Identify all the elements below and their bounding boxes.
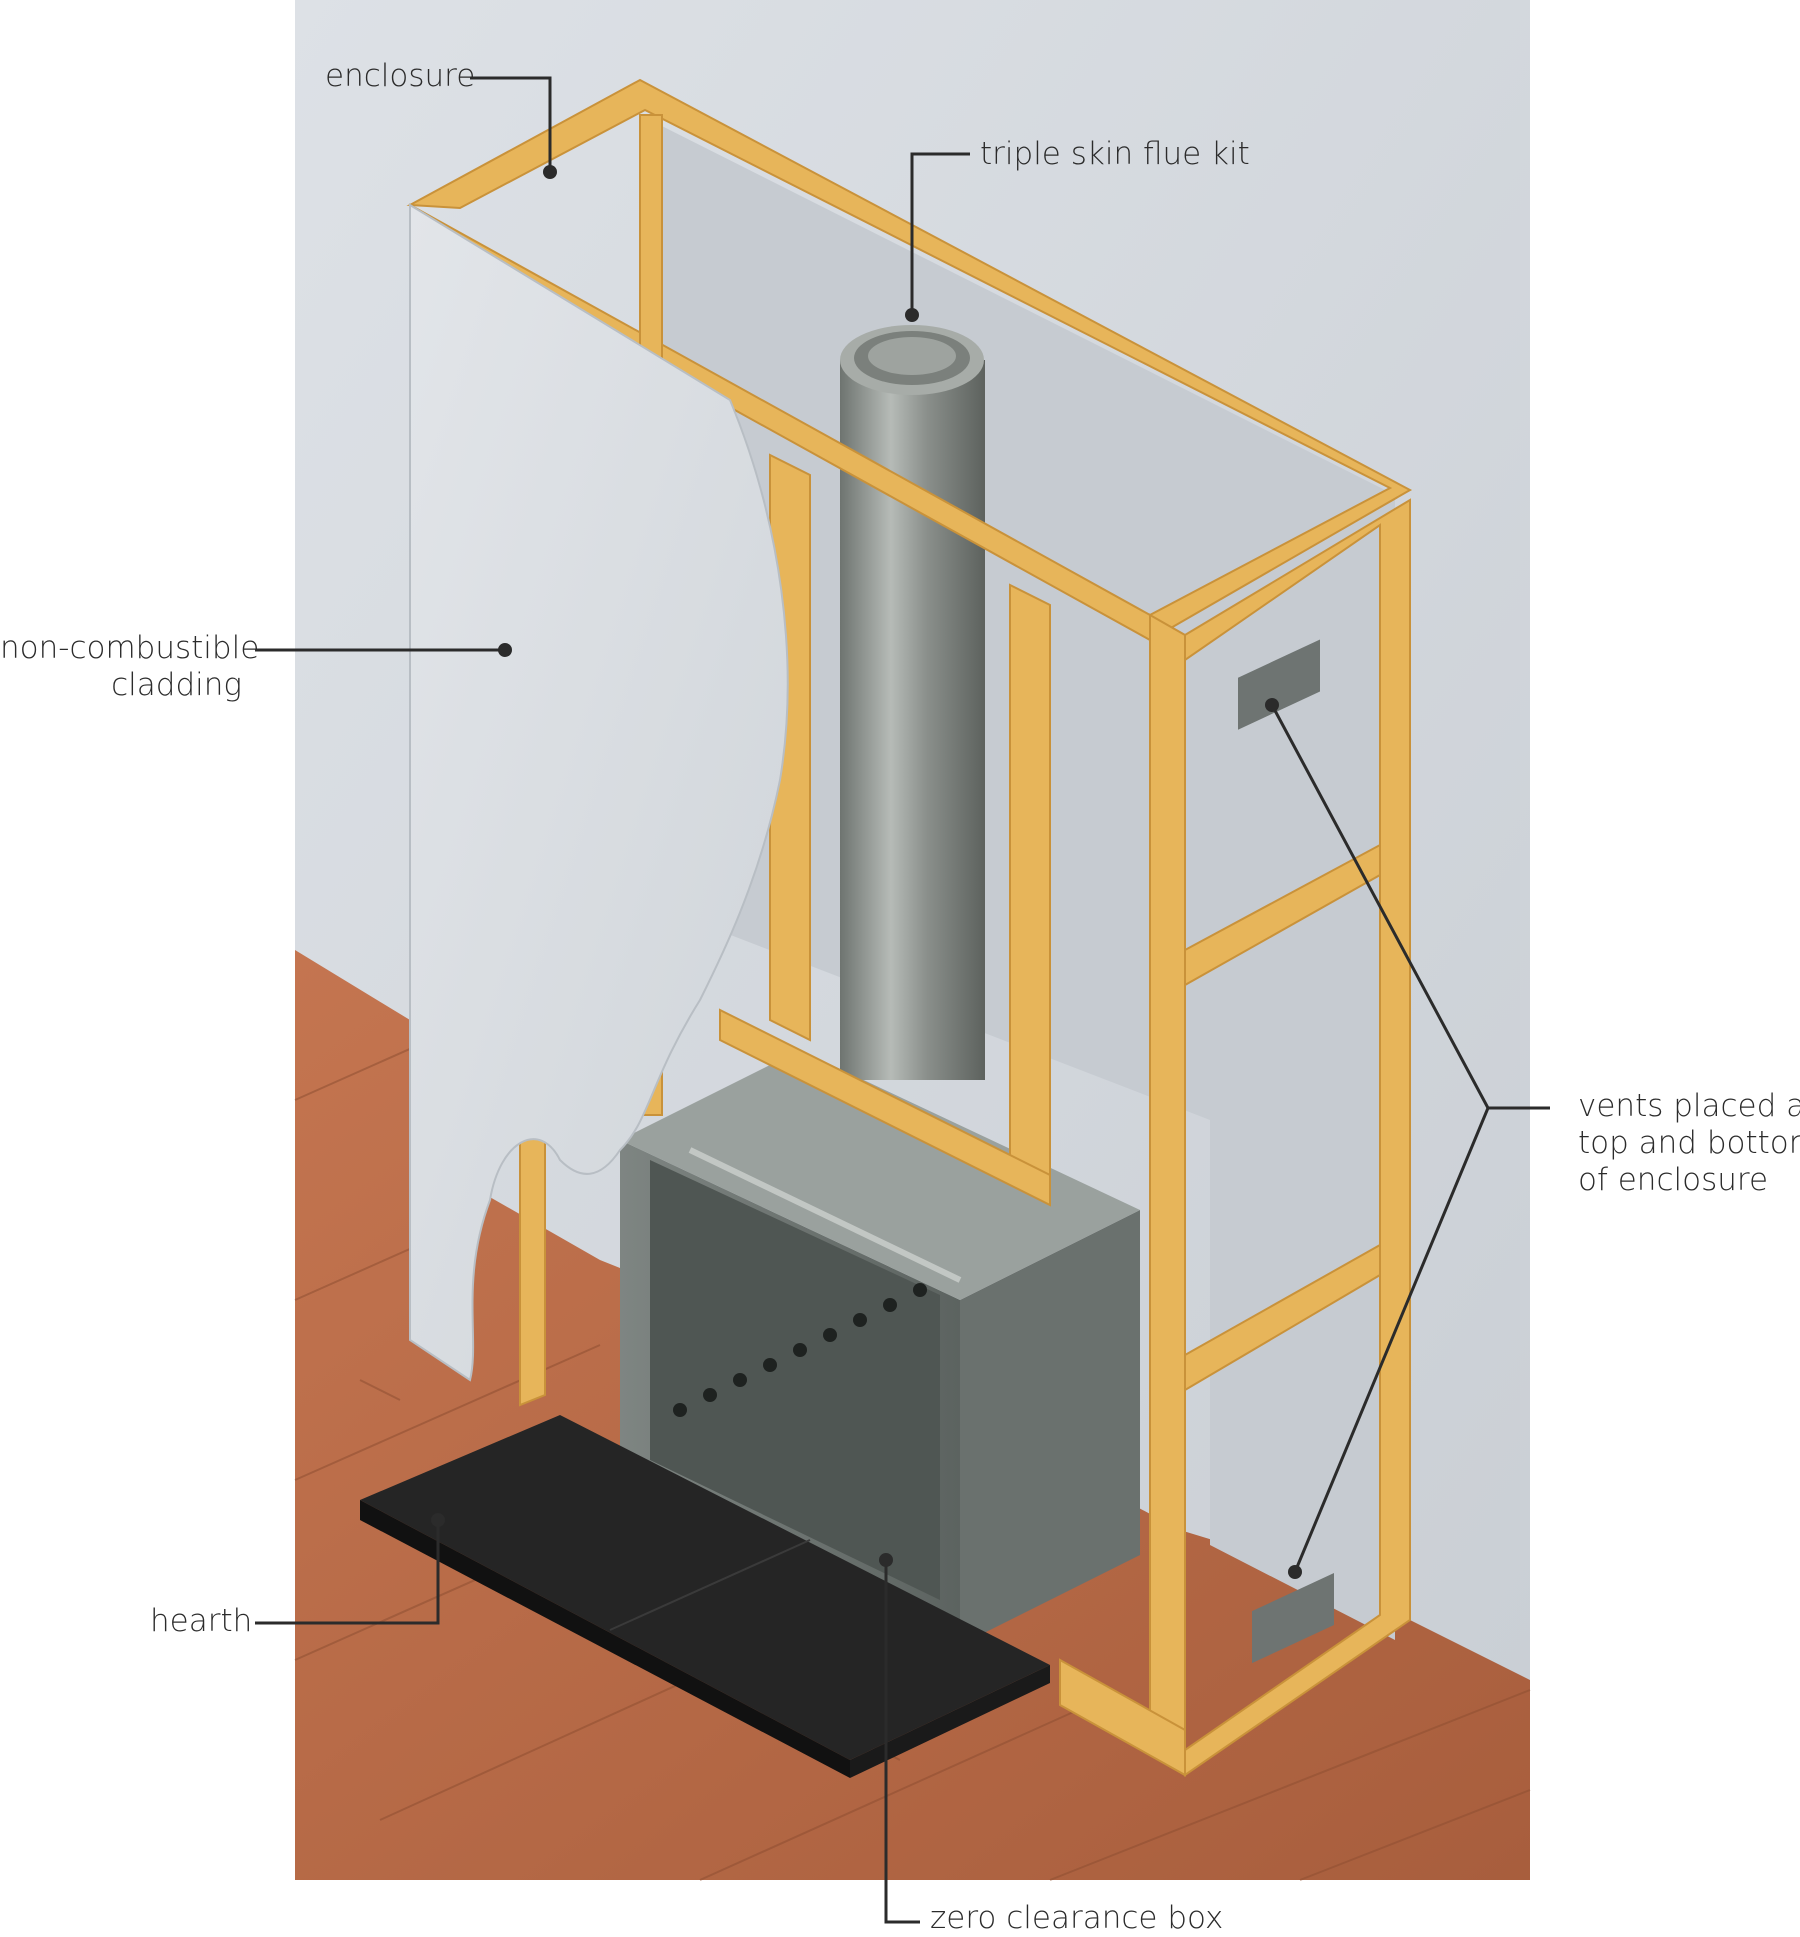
flue-leader [910, 152, 970, 315]
hearth-slab [360, 1415, 1050, 1778]
hearth-label: hearth [150, 1603, 253, 1639]
cladding-sheet [409, 203, 789, 1382]
triple-skin-flue [840, 325, 985, 1080]
top-vent [1238, 639, 1320, 730]
zero-clearance-box-label: zero clearance box [930, 1900, 1224, 1936]
enclosure-label: enclosure [325, 58, 476, 94]
hearth-leader [255, 1520, 440, 1625]
timber-frame [406, 78, 1413, 1777]
box-leader [884, 1560, 920, 1924]
zero-clearance-box-body [620, 1050, 1140, 1645]
bottom-vent [1252, 1572, 1334, 1664]
leader-lines [255, 76, 1550, 1924]
enclosure-leader [470, 76, 552, 172]
vents-label: vents placed at top and bottom of enclos… [1578, 1088, 1800, 1198]
flue-label: triple skin flue kit [980, 136, 1250, 172]
cladding-label: non-combustible cladding [0, 630, 260, 703]
leader-dots [431, 165, 1302, 1579]
vents-leader-bottom [1293, 1107, 1490, 1573]
